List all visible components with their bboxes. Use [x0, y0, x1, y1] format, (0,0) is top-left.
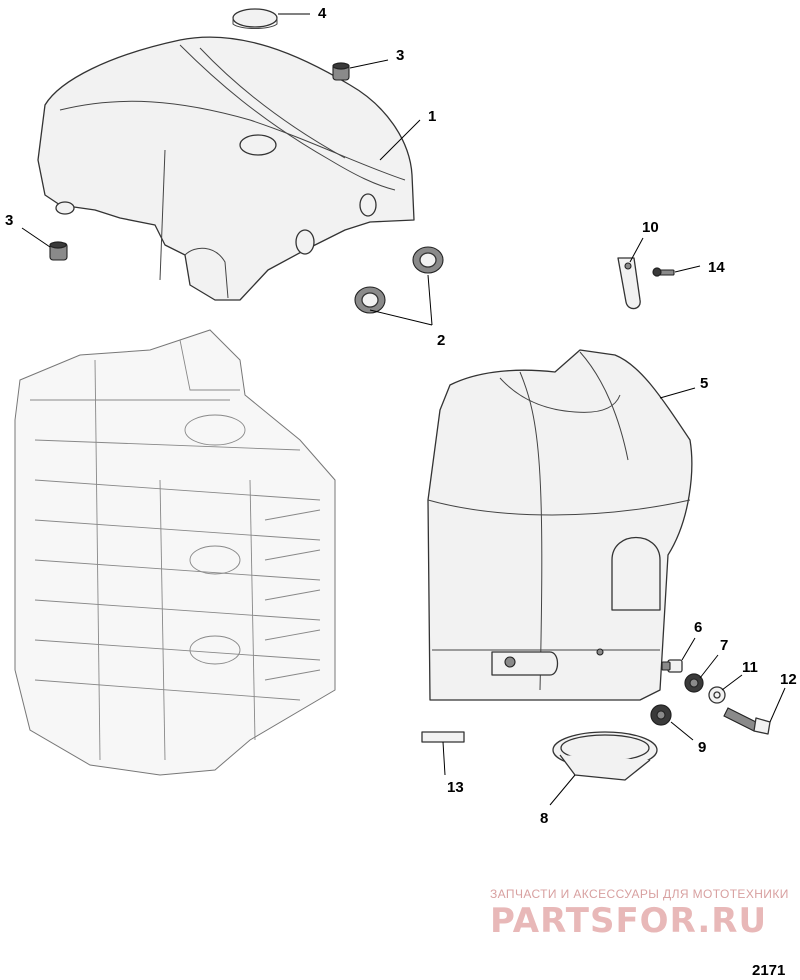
cap-part: [232, 8, 278, 29]
engine-block: [14, 329, 336, 776]
callout-11: 11: [742, 659, 758, 676]
grommet-part: [332, 62, 350, 81]
callout-8: 8: [540, 810, 548, 827]
washer-part: [708, 686, 726, 704]
watermark-tagline: ЗАПЧАСТИ И АКСЕССУАРЫ ДЛЯ МОТОТЕХНИКИ: [490, 887, 789, 901]
figure-number: 2171: [752, 962, 785, 979]
grommet-part: [49, 241, 68, 261]
callout-12: 12: [780, 671, 797, 688]
callout-3: 3: [5, 212, 13, 229]
upper-cover-part: [37, 36, 415, 301]
bolt-long-part: [723, 707, 771, 735]
callout-5: 5: [700, 375, 708, 392]
watermark-logo: PARTSFOR.RU: [490, 901, 767, 941]
callout-10: 10: [642, 219, 659, 236]
callout-6: 6: [694, 619, 702, 636]
callout-1: 1: [428, 108, 436, 125]
callout-7: 7: [720, 637, 728, 654]
clamp-part: [617, 257, 641, 310]
seal-ring-part: [552, 731, 658, 781]
leader-lines: [21, 13, 786, 806]
lower-cover-part: [427, 349, 693, 701]
grommet-part: [650, 704, 672, 726]
bolt-short-part: [661, 659, 683, 673]
callout-2: 2: [437, 332, 445, 349]
decal-part: [421, 731, 465, 743]
callout-13: 13: [447, 779, 464, 796]
screw-part: [652, 267, 675, 277]
grommet-small-part: [684, 673, 704, 693]
grommet-pair-part: [354, 246, 444, 314]
callout-9: 9: [698, 739, 706, 756]
callout-3: 3: [396, 47, 404, 64]
callout-4: 4: [318, 5, 327, 22]
callout-14: 14: [708, 259, 725, 276]
